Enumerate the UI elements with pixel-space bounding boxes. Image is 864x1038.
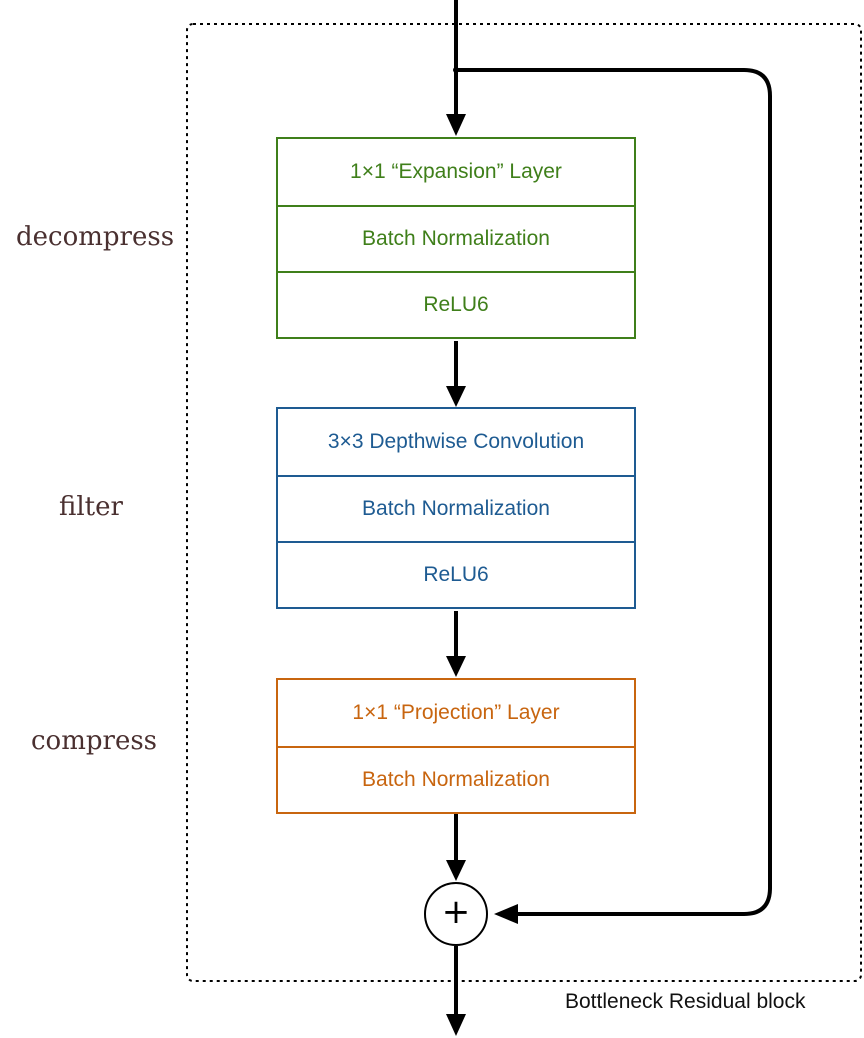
depthwise-conv-row: 3×3 Depthwise Convolution: [327, 430, 585, 453]
add-node-circle: [424, 882, 488, 946]
block-boundary: [186, 23, 862, 982]
compress-label: compress: [31, 726, 158, 756]
depthwise-relu6-row: ReLU6: [278, 541, 634, 607]
output-arrowhead: [446, 1014, 466, 1036]
depthwise-batchnorm-row: Batch Normalization: [278, 475, 634, 541]
projection-layer-row: 1×1 “Projection” Layer: [352, 701, 560, 724]
arrowhead-expansion-to-depthwise: [446, 386, 466, 407]
block-caption: Bottleneck Residual block: [565, 990, 806, 1013]
arrowhead-depthwise-to-projection: [446, 656, 466, 677]
skip-arrowhead: [494, 904, 518, 924]
depthwise-block: 3×3 Depthwise Convolution Batch Normaliz…: [276, 407, 636, 609]
projection-batchnorm-row: Batch Normalization: [278, 746, 634, 812]
projection-block: 1×1 “Projection” Layer Batch Normalizati…: [276, 678, 636, 814]
expansion-relu6-row: ReLU6: [278, 271, 634, 337]
expansion-layer-row: 1×1 “Expansion” Layer: [350, 160, 562, 183]
filter-label: filter: [59, 492, 123, 522]
input-arrowhead: [446, 114, 466, 136]
expansion-batchnorm-row: Batch Normalization: [278, 205, 634, 271]
expansion-block: 1×1 “Expansion” Layer Batch Normalizatio…: [276, 137, 636, 339]
arrowhead-projection-to-add: [446, 860, 466, 881]
skip-connection: [456, 68, 772, 916]
decompress-label: decompress: [16, 222, 175, 252]
add-node-symbol: +: [441, 892, 471, 932]
